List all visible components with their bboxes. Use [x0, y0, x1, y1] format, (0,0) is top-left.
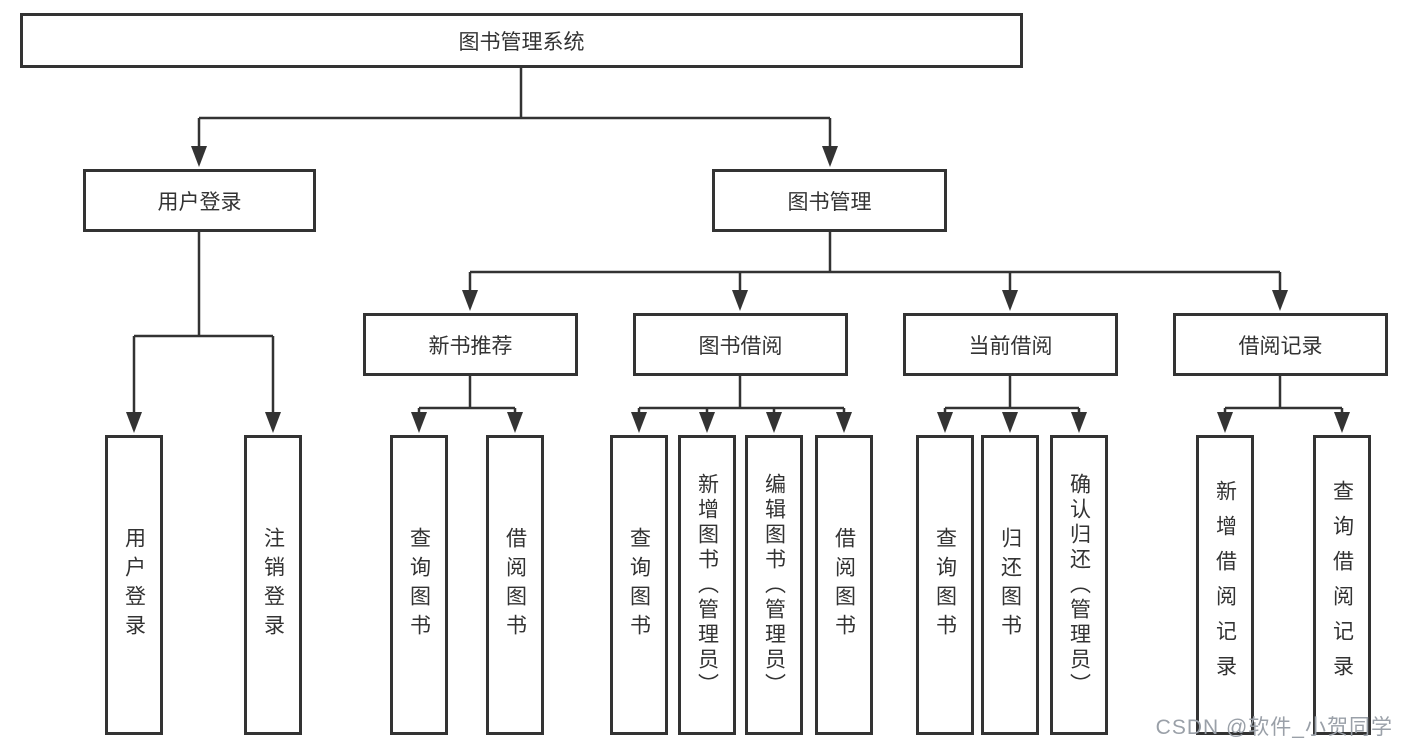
leaf-user-login: 用户登录	[105, 435, 163, 735]
arrowhead	[411, 412, 427, 433]
arrowhead	[699, 412, 715, 433]
node-user-login: 用户登录	[83, 169, 316, 232]
leaf-add-books-admin: 新增图书（管理员）	[678, 435, 736, 735]
node-book-management: 图书管理	[712, 169, 947, 232]
connector-borrow-records-to-leaves	[1223, 376, 1344, 415]
leaf-query-books-1: 查询图书	[390, 435, 448, 735]
connector-book-management-to-level3	[468, 232, 1282, 294]
leaf-logout: 注销登录	[244, 435, 302, 735]
node-new-book-recommend: 新书推荐	[363, 313, 578, 376]
leaf-borrow-books-2: 借阅图书	[815, 435, 873, 735]
node-book-borrow: 图书借阅	[633, 313, 848, 376]
arrowhead	[1071, 412, 1087, 433]
leaf-query-books-3: 查询图书	[916, 435, 974, 735]
arrowhead	[937, 412, 953, 433]
leaf-return-books: 归还图书	[981, 435, 1039, 735]
node-borrow-records: 借阅记录	[1173, 313, 1388, 376]
arrowhead	[1272, 290, 1288, 311]
leaf-edit-books-admin: 编辑图书（管理员）	[745, 435, 803, 735]
arrowhead	[631, 412, 647, 433]
connector-current-borrow-to-leaves	[943, 376, 1081, 415]
leaf-query-borrow-record: 查询借阅记录	[1313, 435, 1371, 735]
leaf-query-books-2: 查询图书	[610, 435, 668, 735]
arrowheads	[126, 146, 1350, 433]
leaf-add-borrow-record: 新增借阅记录	[1196, 435, 1254, 735]
arrowhead	[732, 290, 748, 311]
arrowhead	[1217, 412, 1233, 433]
arrowhead	[1334, 412, 1350, 433]
arrowhead	[265, 412, 281, 433]
arrowhead	[1002, 290, 1018, 311]
connector-root-to-level2	[197, 68, 832, 149]
connector-book-borrow-to-leaves	[637, 376, 846, 415]
leaf-borrow-books-1: 借阅图书	[486, 435, 544, 735]
watermark: CSDN @软件_小贺同学	[1155, 716, 1393, 739]
arrowhead	[462, 290, 478, 311]
connector-new-book-recommend-to-leaves	[417, 376, 517, 415]
arrowhead	[507, 412, 523, 433]
arrowhead	[191, 146, 207, 167]
arrowhead	[822, 146, 838, 167]
node-current-borrow: 当前借阅	[903, 313, 1118, 376]
arrowhead	[836, 412, 852, 433]
connector-user-login-to-leaves	[132, 232, 275, 415]
arrowhead	[766, 412, 782, 433]
leaf-confirm-return-admin: 确认归还（管理员）	[1050, 435, 1108, 735]
node-root-system: 图书管理系统	[20, 13, 1023, 68]
arrowhead	[1002, 412, 1018, 433]
arrowhead	[126, 412, 142, 433]
